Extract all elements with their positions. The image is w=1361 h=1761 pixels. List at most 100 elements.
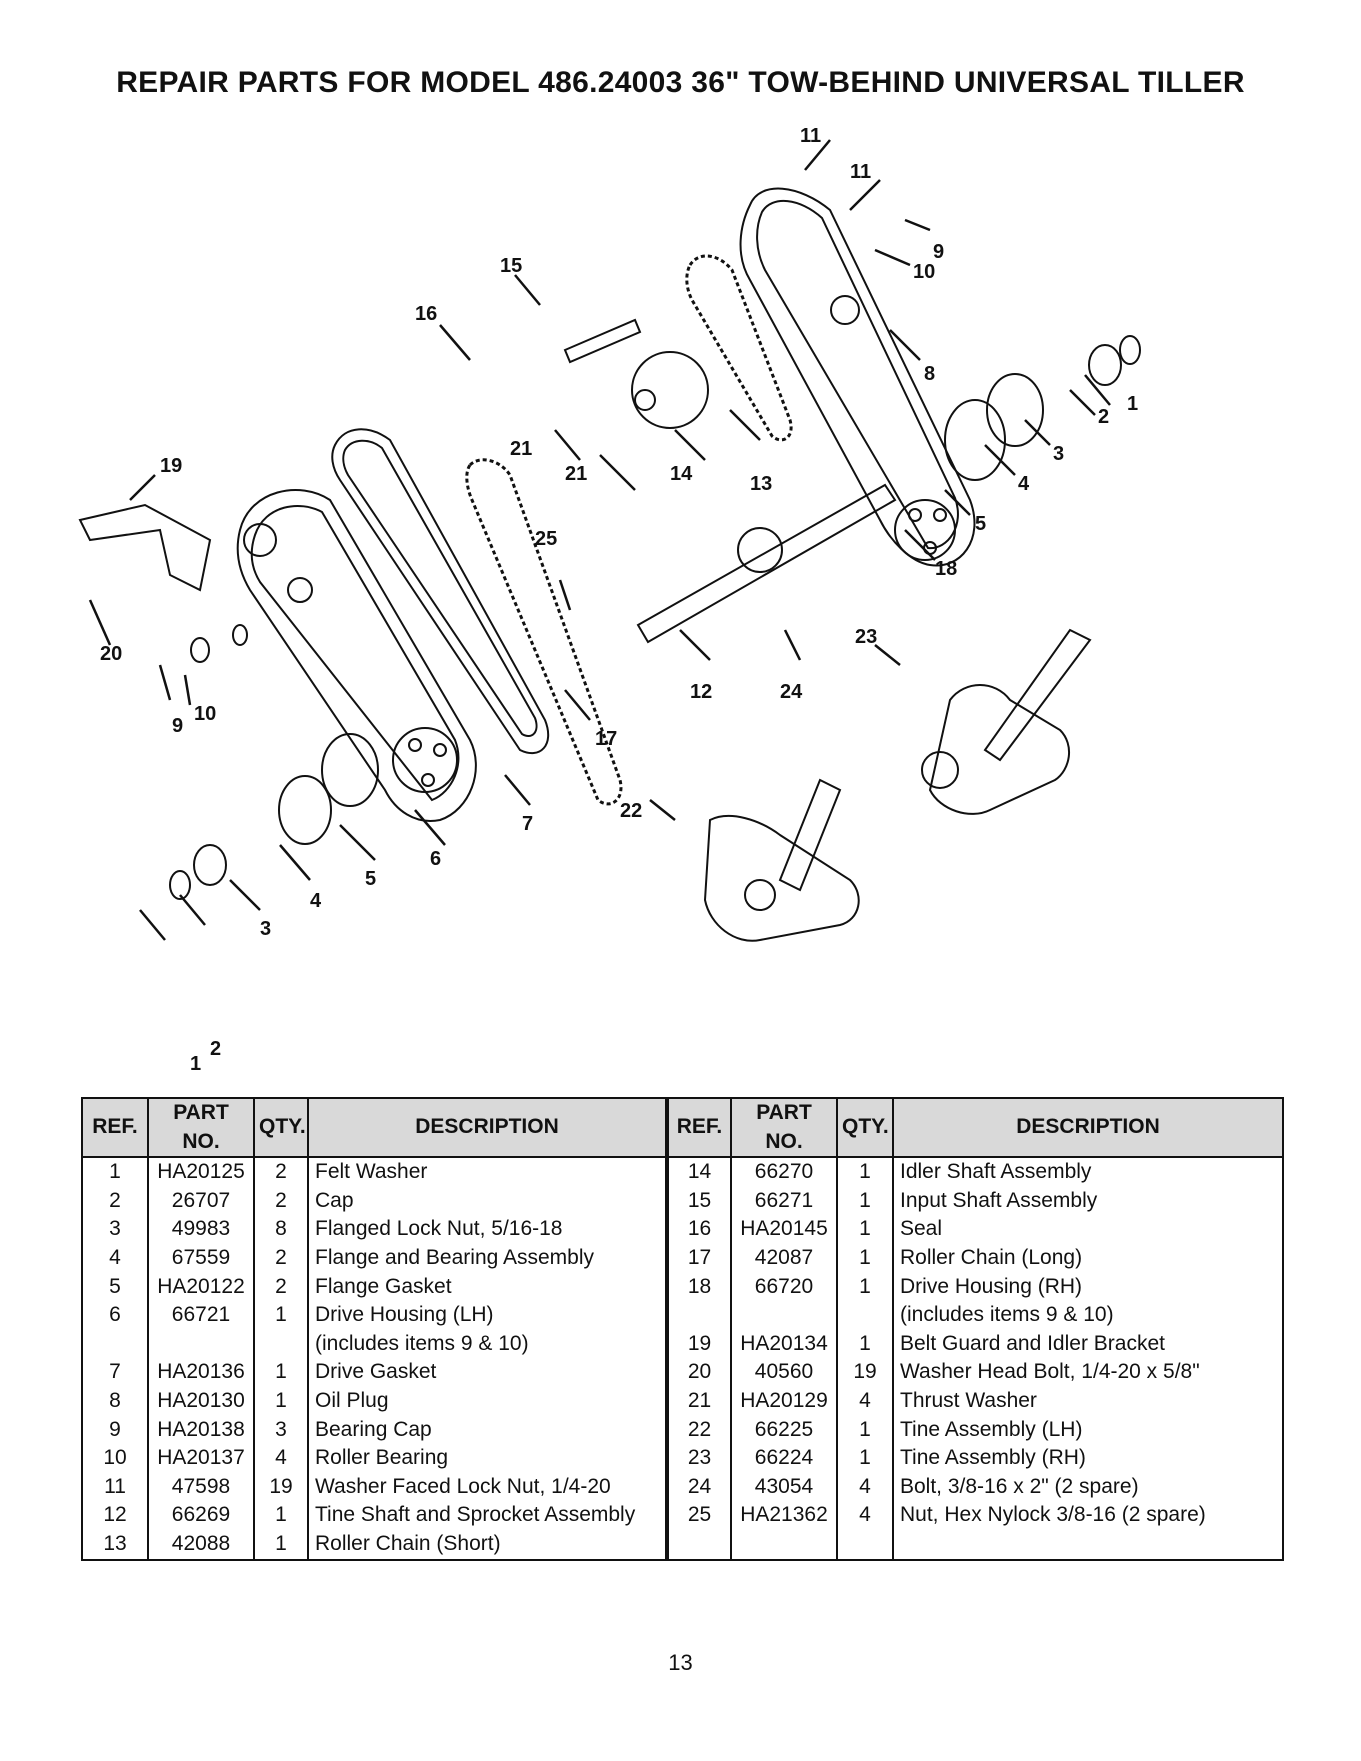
part-no-cell: 66720	[730, 1272, 838, 1302]
description-cell: Belt Guard and Idler Bracket	[892, 1329, 1284, 1359]
part-no-cell: 43054	[730, 1472, 838, 1502]
callout: 8	[924, 363, 935, 385]
qty-cell: 1	[253, 1386, 309, 1416]
callout: 9	[933, 241, 944, 263]
callout: 21	[510, 438, 532, 460]
ref-cell: 7	[81, 1358, 149, 1387]
callout: 16	[415, 303, 437, 325]
callout: 4	[1018, 473, 1030, 495]
ref-cell: 19	[665, 1329, 732, 1359]
tine-assembly-lh-drawing	[703, 778, 860, 942]
part-no-cell: HA21362	[730, 1501, 838, 1530]
ref-cell: 11	[81, 1472, 149, 1502]
ref-cell: 4	[81, 1243, 149, 1273]
callout-leader-lines	[88, 139, 1111, 941]
callout: 2	[210, 1038, 221, 1060]
ref-cell: 1	[81, 1157, 149, 1187]
part-no-cell: 66271	[730, 1186, 838, 1216]
ref-cell	[665, 1301, 732, 1330]
ref-cell: 3	[81, 1215, 149, 1244]
part-no-cell: HA20138	[147, 1415, 255, 1445]
part-no-cell: 47598	[147, 1472, 255, 1502]
callout: 2	[1098, 406, 1109, 428]
part-no-cell: 42088	[147, 1529, 255, 1561]
callout: 14	[670, 463, 693, 485]
callout: 10	[913, 261, 935, 283]
description-cell: Seal	[892, 1215, 1284, 1244]
ref-cell: 20	[665, 1358, 732, 1387]
description-cell: Cap	[307, 1186, 668, 1216]
ref-cell: 9	[81, 1415, 149, 1445]
description-cell	[892, 1529, 1284, 1561]
qty-cell: 1	[836, 1415, 894, 1445]
part-no-cell: HA20129	[730, 1386, 838, 1416]
qty-cell: 19	[253, 1472, 309, 1502]
description-cell: Nut, Hex Nylock 3/8-16 (2 spare)	[892, 1501, 1284, 1530]
qty-cell: 2	[253, 1186, 309, 1216]
callout: 12	[690, 681, 712, 703]
part-no-cell: 66270	[730, 1157, 838, 1187]
ref-cell	[665, 1529, 732, 1561]
qty-cell: 3	[253, 1415, 309, 1445]
qty-cell: 1	[253, 1529, 309, 1561]
callout: 5	[975, 513, 986, 535]
qty-cell: 1	[836, 1444, 894, 1473]
qty-cell: 4	[836, 1501, 894, 1530]
callout: 15	[500, 255, 522, 277]
callout: 20	[100, 643, 122, 665]
ref-cell: 14	[665, 1157, 732, 1187]
part-no-cell: 66224	[730, 1444, 838, 1473]
callout: 24	[780, 681, 803, 703]
part-no-cell	[730, 1301, 838, 1330]
callout: 3	[260, 918, 271, 940]
description-cell: Bolt, 3/8-16 x 2" (2 spare)	[892, 1472, 1284, 1502]
parts-diagram-svg: 11 11 9 10 15 16 8 1 2 21 13 3 21 14 4 1…	[78, 125, 1141, 1075]
qty-cell: 1	[836, 1329, 894, 1359]
description-cell: Washer Faced Lock Nut, 1/4-20	[307, 1472, 668, 1502]
input-shaft-drawing	[563, 318, 709, 429]
qty-cell: 2	[253, 1243, 309, 1273]
qty-cell: 4	[836, 1472, 894, 1502]
col-header-qty: QTY.	[253, 1096, 309, 1159]
callout: 11	[850, 161, 871, 183]
ref-cell: 25	[665, 1501, 732, 1530]
qty-cell	[836, 1529, 894, 1561]
qty-cell	[253, 1329, 309, 1359]
description-cell: Oil Plug	[307, 1386, 668, 1416]
drive-housing-lh-drawing	[236, 489, 477, 822]
col-header-ref: REF.	[81, 1096, 149, 1159]
col-header-description: DESCRIPTION	[307, 1096, 668, 1159]
ref-cell: 18	[665, 1272, 732, 1302]
qty-cell: 1	[253, 1301, 309, 1330]
exploded-parts-diagram: 11 11 9 10 15 16 8 1 2 21 13 3 21 14 4 1…	[60, 120, 1300, 1085]
qty-cell: 2	[253, 1157, 309, 1187]
callout: 1	[1127, 393, 1138, 415]
qty-cell: 2	[253, 1272, 309, 1302]
drive-gasket-drawing	[331, 428, 550, 755]
callout: 13	[750, 473, 772, 495]
callout: 5	[365, 868, 376, 890]
qty-cell: 19	[836, 1358, 894, 1387]
part-no-cell: 66225	[730, 1415, 838, 1445]
description-cell: Felt Washer	[307, 1157, 668, 1187]
qty-cell: 1	[836, 1186, 894, 1216]
callout: 11	[800, 125, 821, 147]
part-no-cell: 49983	[147, 1215, 255, 1244]
description-cell: Roller Chain (Short)	[307, 1529, 668, 1561]
parts-list-table: REF. PART NO. QTY. DESCRIPTION REF. PART…	[81, 1096, 1284, 1561]
description-cell: Bearing Cap	[307, 1415, 668, 1445]
part-no-cell: HA20145	[730, 1215, 838, 1244]
part-no-cell: 42087	[730, 1243, 838, 1273]
roller-chain-long-drawing	[465, 458, 623, 806]
description-cell: Drive Housing (RH)	[892, 1272, 1284, 1302]
ref-cell: 17	[665, 1243, 732, 1273]
